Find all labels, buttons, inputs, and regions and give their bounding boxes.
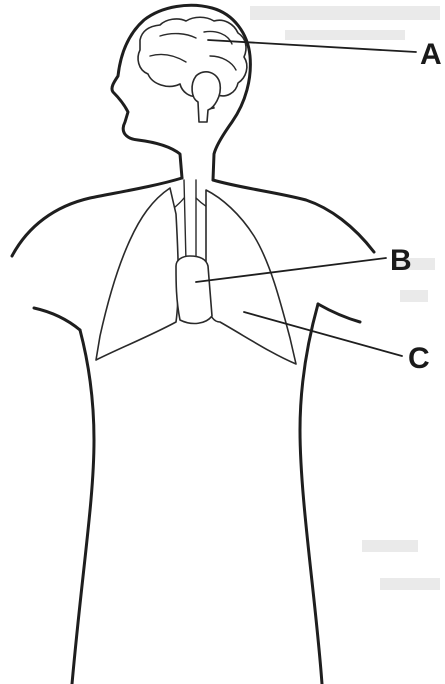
right-lung-icon: [206, 190, 296, 364]
trachea-icon: [184, 180, 196, 262]
heart-icon: [176, 256, 212, 323]
left-lung-icon: [96, 188, 178, 360]
cerebellum-brainstem: [192, 72, 220, 122]
label-b: B: [390, 244, 412, 277]
right-arm-outline: [318, 304, 360, 322]
label-c: C: [408, 342, 430, 375]
right-torso-outline: [300, 304, 322, 684]
label-a: A: [420, 38, 442, 71]
left-torso-outline: [72, 330, 94, 684]
left-arm-outline: [34, 308, 80, 330]
